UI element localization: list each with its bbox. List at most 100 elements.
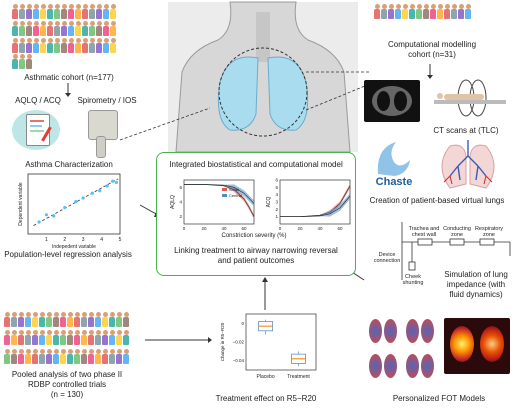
- person-icon: [102, 330, 108, 346]
- person-icon: [89, 20, 95, 36]
- person-icon: [40, 37, 46, 53]
- acq-y-tick: 5: [275, 185, 278, 190]
- person-icon: [18, 348, 24, 364]
- person-icon: [88, 312, 94, 327]
- person-icon: [109, 330, 115, 346]
- person-icon: [12, 54, 18, 70]
- person-icon: [423, 4, 429, 19]
- person-icon: [33, 37, 39, 53]
- fot-lung-thumbnail: [366, 351, 400, 383]
- aqlq-x-tick: 40: [221, 226, 227, 231]
- regression-point: [74, 200, 78, 204]
- aqlq-x-tick: 20: [201, 226, 207, 231]
- acq-y-tick: 1: [275, 214, 278, 219]
- ct-scanner-icon: [434, 79, 506, 117]
- regression-x-tick: 3: [82, 237, 85, 243]
- regression-x-tick: 4: [100, 237, 103, 243]
- person-icon: [74, 330, 80, 346]
- regression-x-tick: 2: [63, 237, 66, 243]
- person-icon: [388, 4, 394, 19]
- person-icon: [18, 312, 24, 327]
- boxplot-y-tick: −0.04: [233, 358, 245, 363]
- person-icon: [19, 20, 25, 36]
- acq-y-label: ACQ: [266, 196, 272, 207]
- spirometry-label: Spirometry / IOS: [77, 96, 137, 105]
- person-icon: [102, 348, 108, 364]
- acq-line-central: [280, 195, 351, 217]
- person-icon: [54, 37, 60, 53]
- aqlq-x-tick: 60: [241, 226, 247, 231]
- acq-x-tick: 40: [317, 226, 323, 231]
- person-icon: [75, 20, 81, 36]
- person-icon: [402, 4, 408, 19]
- person-icon: [123, 348, 129, 364]
- regression-x-tick: 1: [45, 237, 48, 243]
- person-icon: [88, 330, 94, 346]
- person-icon: [46, 312, 52, 327]
- person-icon: [96, 20, 102, 36]
- circuit-shunting-label: Cheek shunting: [402, 274, 424, 286]
- aqlq-line-central: [184, 184, 255, 204]
- questionnaire-clipboard-icon: [12, 110, 60, 150]
- acq-x-tick: 0: [279, 226, 282, 231]
- person-icon: [60, 312, 66, 327]
- person-icon: [4, 312, 10, 327]
- acq-band-central: [280, 193, 350, 218]
- boxplot-category-label: Placebo: [257, 374, 275, 380]
- modelling-cohort-illustration: [374, 4, 490, 38]
- person-icon: [25, 330, 31, 346]
- circuit-trachea-label: Trachea and chest wall: [408, 226, 440, 238]
- aqlq-legend-label: Small: [229, 187, 239, 192]
- person-icon: [416, 4, 422, 19]
- ct-scan-image: [364, 80, 420, 122]
- modelling-cohort-line1: Computational modelling: [387, 40, 477, 49]
- person-icon: [26, 54, 32, 70]
- ct-scans-label: CT scans at (TLC): [433, 126, 499, 135]
- person-icon: [53, 312, 59, 327]
- person-icon: [102, 312, 108, 327]
- regression-point: [90, 191, 94, 195]
- person-icon: [39, 330, 45, 346]
- person-icon: [67, 330, 73, 346]
- person-icon: [451, 4, 457, 19]
- circuit-device-label: Device connection: [373, 252, 401, 264]
- constriction-severity-label: Constriction severity (%): [221, 233, 287, 239]
- person-icon: [374, 4, 380, 19]
- person-icon: [32, 330, 38, 346]
- fot-heatmap-image: [444, 318, 510, 374]
- person-icon: [39, 348, 45, 364]
- person-icon: [110, 4, 116, 19]
- virtual-lungs-label: Creation of patient-based virtual lungs: [369, 196, 505, 205]
- boxplot-category-label: Treatment: [287, 374, 310, 380]
- fot-lung-models-grid: [366, 316, 436, 382]
- person-icon: [123, 312, 129, 327]
- chaste-logo-text: Chaste: [375, 176, 413, 188]
- acq-y-tick: 6: [275, 178, 278, 183]
- aqlq-legend-swatch: [222, 194, 227, 197]
- person-icon: [116, 330, 122, 346]
- person-icon: [381, 4, 387, 19]
- aqlq-acq-label: AQLQ / ACQ: [15, 96, 61, 105]
- fot-lung-thumbnail: [403, 351, 437, 383]
- person-icon: [40, 4, 46, 19]
- simulation-line1: Simulation of lung: [444, 270, 508, 279]
- person-icon: [95, 348, 101, 364]
- aqlq-y-label: AQLQ: [170, 195, 176, 209]
- person-icon: [68, 37, 74, 53]
- person-icon: [19, 4, 25, 19]
- regression-point: [81, 196, 85, 200]
- person-icon: [89, 4, 95, 19]
- person-icon: [103, 4, 109, 19]
- regression-x-tick: 5: [119, 237, 122, 243]
- person-icon: [26, 4, 32, 19]
- person-icon: [81, 348, 87, 364]
- linking-line2: and patient outcomes: [217, 256, 295, 265]
- regression-fit-line: [33, 178, 119, 226]
- person-icon: [68, 20, 74, 36]
- chaste-logo-icon: [377, 142, 410, 176]
- person-icon: [47, 37, 53, 53]
- regression-point: [98, 189, 102, 193]
- regression-point: [63, 206, 67, 210]
